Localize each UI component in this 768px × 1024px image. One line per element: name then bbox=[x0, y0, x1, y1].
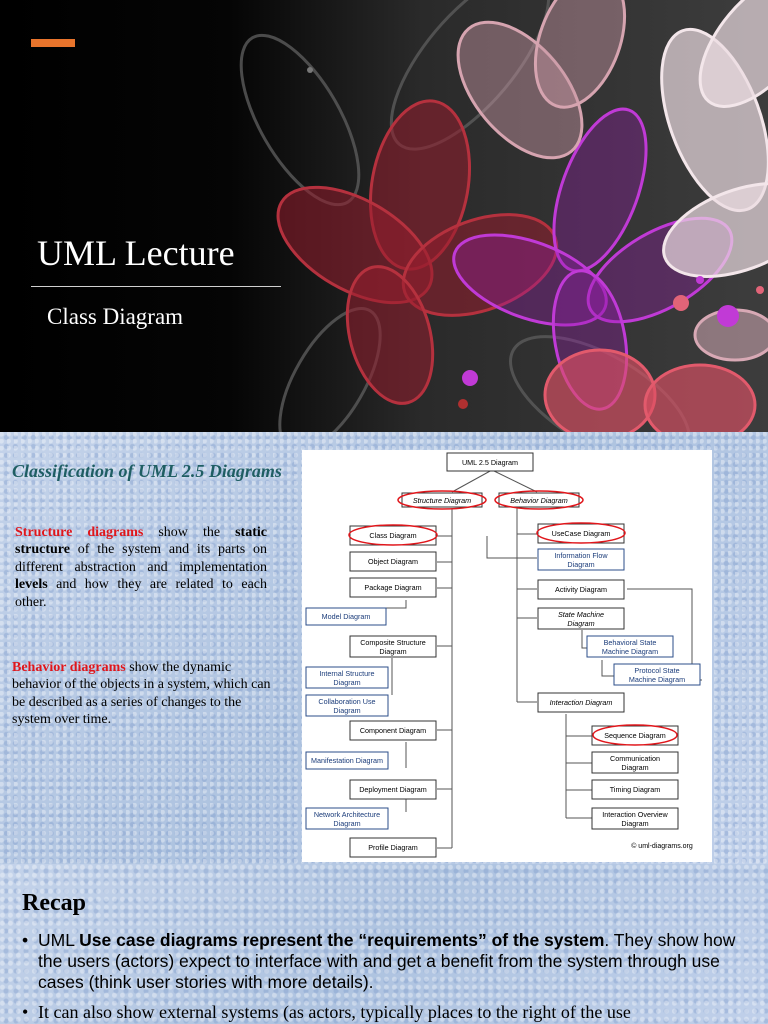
slide-heading: Classification of UML 2.5 Diagrams bbox=[12, 461, 282, 481]
recap-title: Recap bbox=[22, 890, 86, 916]
manifestation-node: Manifestation Diagram bbox=[311, 756, 383, 765]
class-node: Class Diagram bbox=[369, 531, 416, 540]
slide-subtitle: Class Diagram bbox=[47, 304, 184, 329]
text-run: UML bbox=[38, 930, 80, 950]
bold-run: levels bbox=[15, 577, 48, 593]
statemachine-node-line2: Diagram bbox=[567, 619, 594, 628]
package-node: Package Diagram bbox=[364, 583, 421, 592]
overview-node-line1: Interaction Overview bbox=[602, 810, 668, 819]
bullet-text: It can also show external systems (as ac… bbox=[38, 1002, 631, 1022]
deployment-node: Deployment Diagram bbox=[359, 785, 427, 794]
model-node: Model Diagram bbox=[322, 612, 371, 621]
network-node-line2: Diagram bbox=[333, 819, 360, 828]
usecase-node: UseCase Diagram bbox=[552, 529, 611, 538]
collab-node-line1: Collaboration Use bbox=[318, 697, 375, 706]
communication-node-line1: Communication bbox=[610, 754, 660, 763]
text-run: of the system and its parts on different… bbox=[15, 542, 267, 575]
flower-background-art bbox=[239, 0, 768, 432]
text-run: show the bbox=[143, 525, 236, 540]
internal-node-line2: Diagram bbox=[333, 678, 360, 687]
infoflow-node-line2: Diagram bbox=[567, 560, 594, 569]
text-run: . They show how the users (actors) expec… bbox=[38, 930, 736, 992]
diagram-credit: © uml-diagrams.org bbox=[631, 842, 693, 850]
sequence-node: Sequence Diagram bbox=[604, 731, 666, 740]
statemachine-node-line1: State Machine bbox=[558, 610, 604, 619]
structure-highlight bbox=[397, 490, 487, 510]
object-node: Object Diagram bbox=[368, 557, 418, 566]
uml-classification-diagram: UML 2.5 Diagram Structure Diagram Behavi… bbox=[302, 450, 712, 862]
behavioral-node-line1: Behavioral State bbox=[604, 638, 657, 647]
title-slide: UML Lecture Class Diagram bbox=[0, 0, 768, 432]
infoflow-node-line1: Information Flow bbox=[554, 551, 608, 560]
bold-run: static structure bbox=[15, 525, 267, 558]
network-node-line1: Network Architecture bbox=[314, 810, 380, 819]
text-run: and how they are related to each other. bbox=[15, 577, 267, 610]
timing-node: Timing Diagram bbox=[610, 785, 660, 794]
collab-node-line2: Diagram bbox=[333, 706, 360, 715]
protocol-node-line1: Protocol State bbox=[634, 666, 679, 675]
title-divider bbox=[31, 286, 281, 287]
recap-bullet-external: • It can also show external systems (as … bbox=[22, 1002, 762, 1023]
accent-bar bbox=[31, 39, 75, 47]
structure-term: Structure diagrams bbox=[15, 525, 144, 540]
behavior-diagrams-paragraph: Behavior diagrams show the dynamic behav… bbox=[12, 659, 280, 729]
composite-node-line2: Diagram bbox=[379, 647, 406, 656]
component-node: Component Diagram bbox=[360, 726, 426, 735]
uml-tree-svg: UML 2.5 Diagram Structure Diagram Behavi… bbox=[305, 452, 702, 858]
protocol-node-line2: Machine Diagram bbox=[629, 675, 685, 684]
classification-slide: Classification of UML 2.5 Diagrams Struc… bbox=[0, 432, 768, 864]
recap-slide: Recap • UML Use case diagrams represent … bbox=[0, 864, 768, 1024]
bullet-marker: • bbox=[22, 1002, 29, 1022]
usecase-highlight bbox=[536, 522, 626, 544]
recap-bullet-usecase: • UML Use case diagrams represent the “r… bbox=[22, 930, 762, 993]
internal-node-line1: Internal Structure bbox=[319, 669, 374, 678]
class-highlight bbox=[348, 524, 438, 546]
root-node: UML 2.5 Diagram bbox=[462, 458, 518, 467]
communication-node-line2: Diagram bbox=[621, 763, 648, 772]
structure-node: Structure Diagram bbox=[413, 496, 471, 505]
sequence-highlight bbox=[592, 724, 678, 746]
behavior-term: Behavior diagrams bbox=[12, 660, 126, 675]
bold-run: Use case diagrams represent the “require… bbox=[79, 930, 605, 950]
text-run: show the dynamic behavior of the objects… bbox=[12, 660, 271, 728]
composite-node-line1: Composite Structure bbox=[360, 638, 426, 647]
behavioral-node-line2: Machine Diagram bbox=[602, 647, 658, 656]
bullet-marker: • bbox=[22, 930, 29, 950]
interaction-node: Interaction Diagram bbox=[550, 698, 613, 707]
behavior-node: Behavior Diagram bbox=[510, 496, 568, 505]
structure-diagrams-paragraph: Structure diagrams show the static struc… bbox=[15, 524, 267, 611]
overview-node-line2: Diagram bbox=[621, 819, 648, 828]
profile-node: Profile Diagram bbox=[368, 843, 418, 852]
slide-title: UML Lecture bbox=[37, 233, 235, 273]
activity-node: Activity Diagram bbox=[555, 585, 607, 594]
behavior-highlight bbox=[494, 490, 584, 510]
